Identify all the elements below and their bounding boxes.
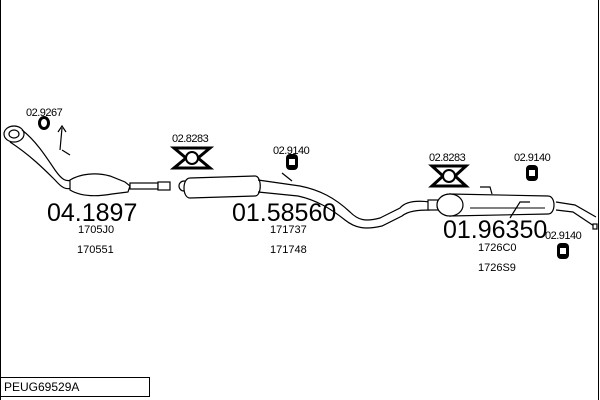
mount-icon [526, 165, 538, 181]
diagram-code: PEUG69529A [0, 377, 150, 397]
accessory-label: 02.8283 [172, 133, 209, 145]
rubber-ring-icon [38, 116, 50, 130]
catalyst-front-pipe [3, 124, 171, 197]
middle-silencer [178, 172, 431, 229]
part-number: 01.96350 [443, 216, 547, 244]
accessory-label: 02.9140 [545, 230, 582, 242]
rear-silencer [427, 186, 598, 230]
accessory-label: 02.9140 [273, 145, 310, 157]
mount-icon [286, 154, 298, 170]
hanger-icon [428, 164, 470, 188]
accessory-label: 02.9140 [514, 152, 551, 164]
part-ref: 1726C0 [478, 242, 517, 254]
part-ref: 171748 [270, 244, 307, 256]
part-ref: 170551 [77, 244, 114, 256]
part-number: 04.1897 [47, 199, 137, 227]
hanger-icon [169, 146, 215, 170]
part-ref: 1705J0 [78, 224, 114, 236]
mount-icon [557, 243, 569, 259]
part-ref: 171737 [270, 224, 307, 236]
part-ref: 1726S9 [478, 262, 516, 274]
accessory-label: 02.8283 [429, 152, 466, 164]
part-number: 01.58560 [232, 199, 336, 227]
accessory-label: 02.9267 [26, 107, 63, 119]
